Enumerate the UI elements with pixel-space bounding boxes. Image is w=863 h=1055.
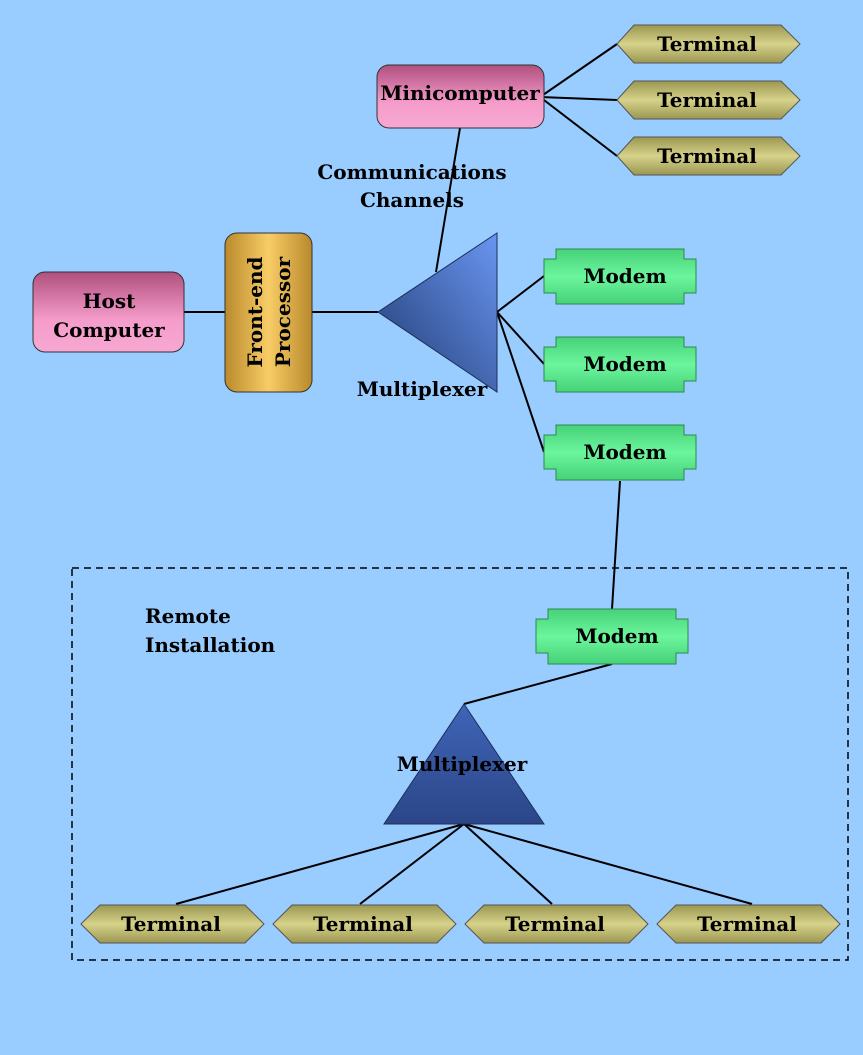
minicomputer[interactable]: Minicomputer bbox=[376, 64, 545, 129]
modem-2-label: Modem bbox=[583, 352, 666, 376]
remote-installation-label-line2: Installation bbox=[145, 633, 276, 657]
link-mux-modem-3 bbox=[496, 311, 545, 453]
modem-1-label: Modem bbox=[583, 264, 666, 288]
connections bbox=[175, 43, 753, 905]
host-label-line1: Host bbox=[83, 289, 136, 313]
remote-terminal-1-label: Terminal bbox=[121, 912, 221, 936]
comm-channels-label-line2: Channels bbox=[360, 188, 464, 212]
modem-3[interactable]: Modem bbox=[543, 424, 697, 481]
mini-terminal-2-label: Terminal bbox=[657, 88, 757, 112]
link-mux-modem-2 bbox=[496, 311, 545, 365]
front-end-processor[interactable]: Front-end Processor bbox=[224, 232, 313, 393]
link-rmux-terminal-2 bbox=[359, 823, 465, 905]
link-mux-modem-1 bbox=[496, 275, 545, 313]
remote-installation-label-line1: Remote bbox=[145, 604, 231, 628]
remote-terminal-3[interactable]: Terminal bbox=[464, 904, 649, 944]
link-mini-terminal-2 bbox=[539, 96, 618, 101]
modem-3-label: Modem bbox=[583, 440, 666, 464]
remote-modem[interactable]: Modem bbox=[535, 608, 689, 665]
remote-terminal-4[interactable]: Terminal bbox=[656, 904, 841, 944]
multiplexer-remote-label: Multiplexer bbox=[397, 752, 528, 776]
remote-terminal-2-label: Terminal bbox=[313, 912, 413, 936]
mini-terminal-1-label: Terminal bbox=[657, 32, 757, 56]
mini-terminal-1[interactable]: Terminal bbox=[616, 24, 801, 64]
link-mini-terminal-3 bbox=[539, 96, 618, 157]
link-modem-remote-modem bbox=[611, 480, 621, 610]
multiplexer-remote[interactable] bbox=[383, 703, 545, 825]
link-rmux-terminal-1 bbox=[175, 823, 465, 905]
remote-terminal-1[interactable]: Terminal bbox=[80, 904, 265, 944]
modem-1[interactable]: Modem bbox=[543, 248, 697, 305]
remote-terminal-3-label: Terminal bbox=[505, 912, 605, 936]
multiplexer-main[interactable] bbox=[377, 232, 498, 393]
remote-modem-label: Modem bbox=[575, 624, 658, 648]
host-computer[interactable]: Host Computer bbox=[32, 271, 185, 353]
fep-label-line1: Front-end bbox=[243, 256, 267, 367]
multiplexer-main-label: Multiplexer bbox=[357, 377, 488, 401]
remote-installation-boundary bbox=[71, 567, 849, 961]
link-mini-terminal-1 bbox=[539, 43, 618, 98]
minicomputer-label: Minicomputer bbox=[380, 81, 540, 105]
mini-terminal-3-label: Terminal bbox=[657, 144, 757, 168]
mini-terminal-2[interactable]: Terminal bbox=[616, 80, 801, 120]
link-rmux-terminal-3 bbox=[463, 823, 553, 905]
link-mini-multiplexer bbox=[435, 127, 461, 273]
host-label-line2: Computer bbox=[53, 318, 165, 342]
modem-2[interactable]: Modem bbox=[543, 336, 697, 393]
link-remote-modem-mux bbox=[463, 663, 613, 705]
remote-terminal-2[interactable]: Terminal bbox=[272, 904, 457, 944]
mini-terminal-3[interactable]: Terminal bbox=[616, 136, 801, 176]
comm-channels-label-line1: Communications bbox=[317, 160, 506, 184]
link-rmux-terminal-4 bbox=[463, 823, 753, 905]
fep-label-line2: Processor bbox=[271, 256, 295, 367]
remote-terminal-4-label: Terminal bbox=[697, 912, 797, 936]
